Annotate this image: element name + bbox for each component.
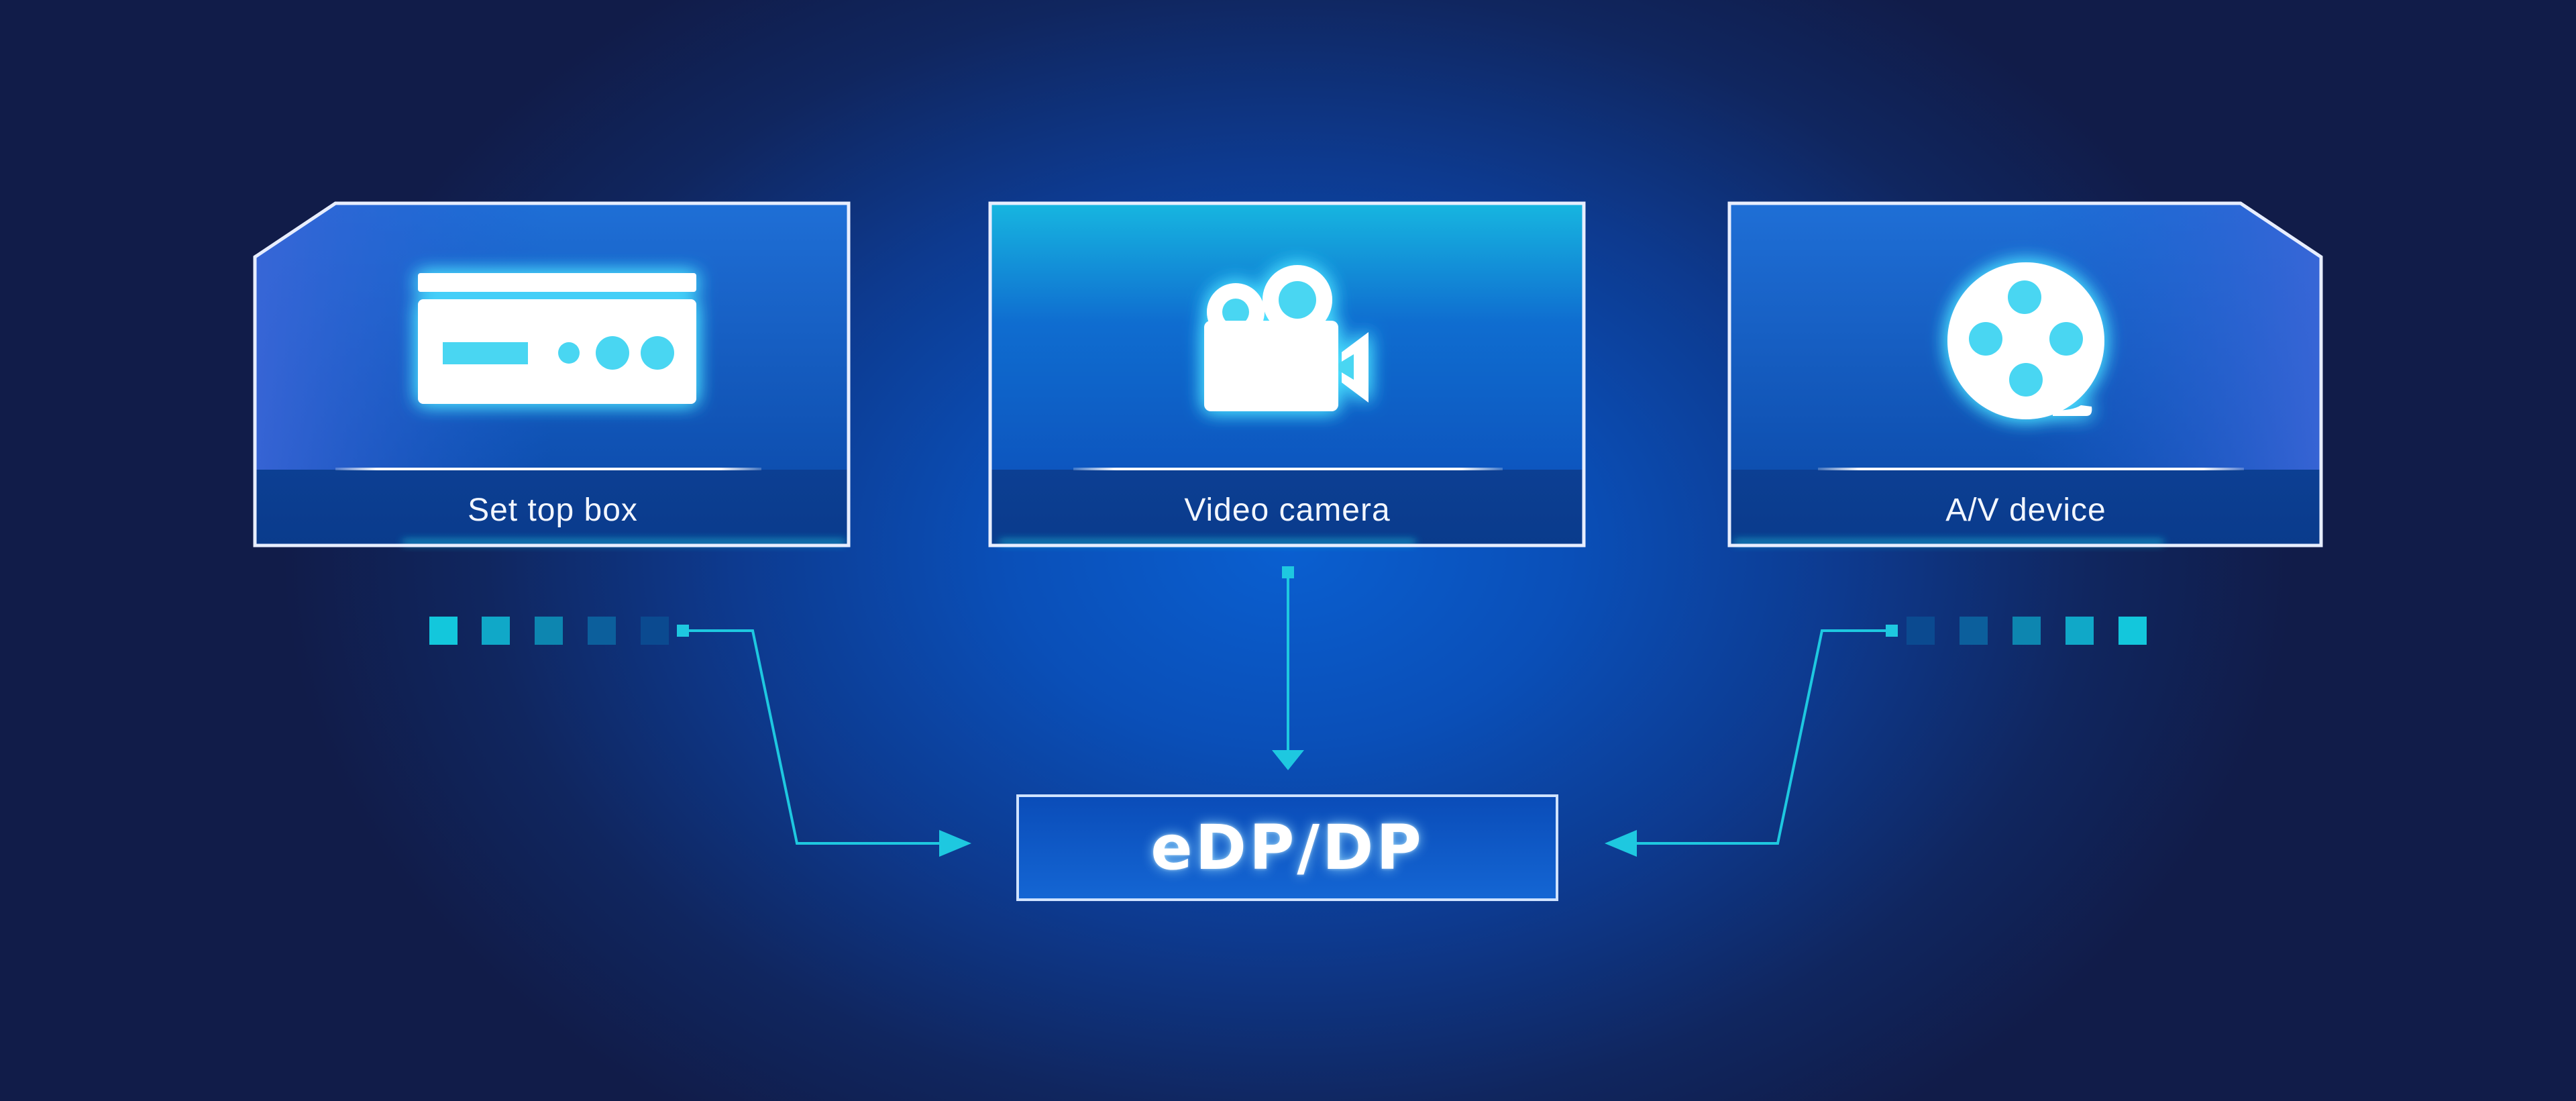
center-connector (1272, 566, 1304, 770)
set-top-box-icon (418, 273, 696, 404)
card-divider (1818, 468, 2244, 470)
card-divider (335, 468, 761, 470)
film-reel-icon (1947, 262, 2104, 419)
right-connector (1605, 617, 2147, 857)
arrow-head-icon (939, 830, 971, 857)
indicator-square (641, 617, 669, 645)
target-label: eDP/DP (1150, 812, 1424, 884)
source-card-video-camera (988, 201, 1586, 547)
indicator-square (429, 617, 458, 645)
arrow-head-icon (1272, 750, 1304, 770)
indicator-square (482, 617, 510, 645)
source-card-set-top-box (253, 201, 851, 547)
indicator-square (1960, 617, 1988, 645)
indicator-square (2012, 617, 2041, 645)
video-camera-icon (1204, 265, 1368, 411)
arrow-head-icon (1605, 830, 1637, 857)
card-divider (1073, 468, 1503, 470)
target-box (1016, 794, 1558, 901)
left-connector (429, 617, 971, 857)
indicator-square (588, 617, 616, 645)
source-card-av-device (1727, 201, 2323, 547)
indicator-square (1907, 617, 1935, 645)
source-label-set-top-box: Set top box (468, 492, 638, 528)
indicator-square (2065, 617, 2094, 645)
source-label-av-device: A/V device (1945, 492, 2106, 528)
source-label-video-camera: Video camera (1184, 492, 1391, 528)
indicator-square (2118, 617, 2147, 645)
indicator-square (535, 617, 563, 645)
